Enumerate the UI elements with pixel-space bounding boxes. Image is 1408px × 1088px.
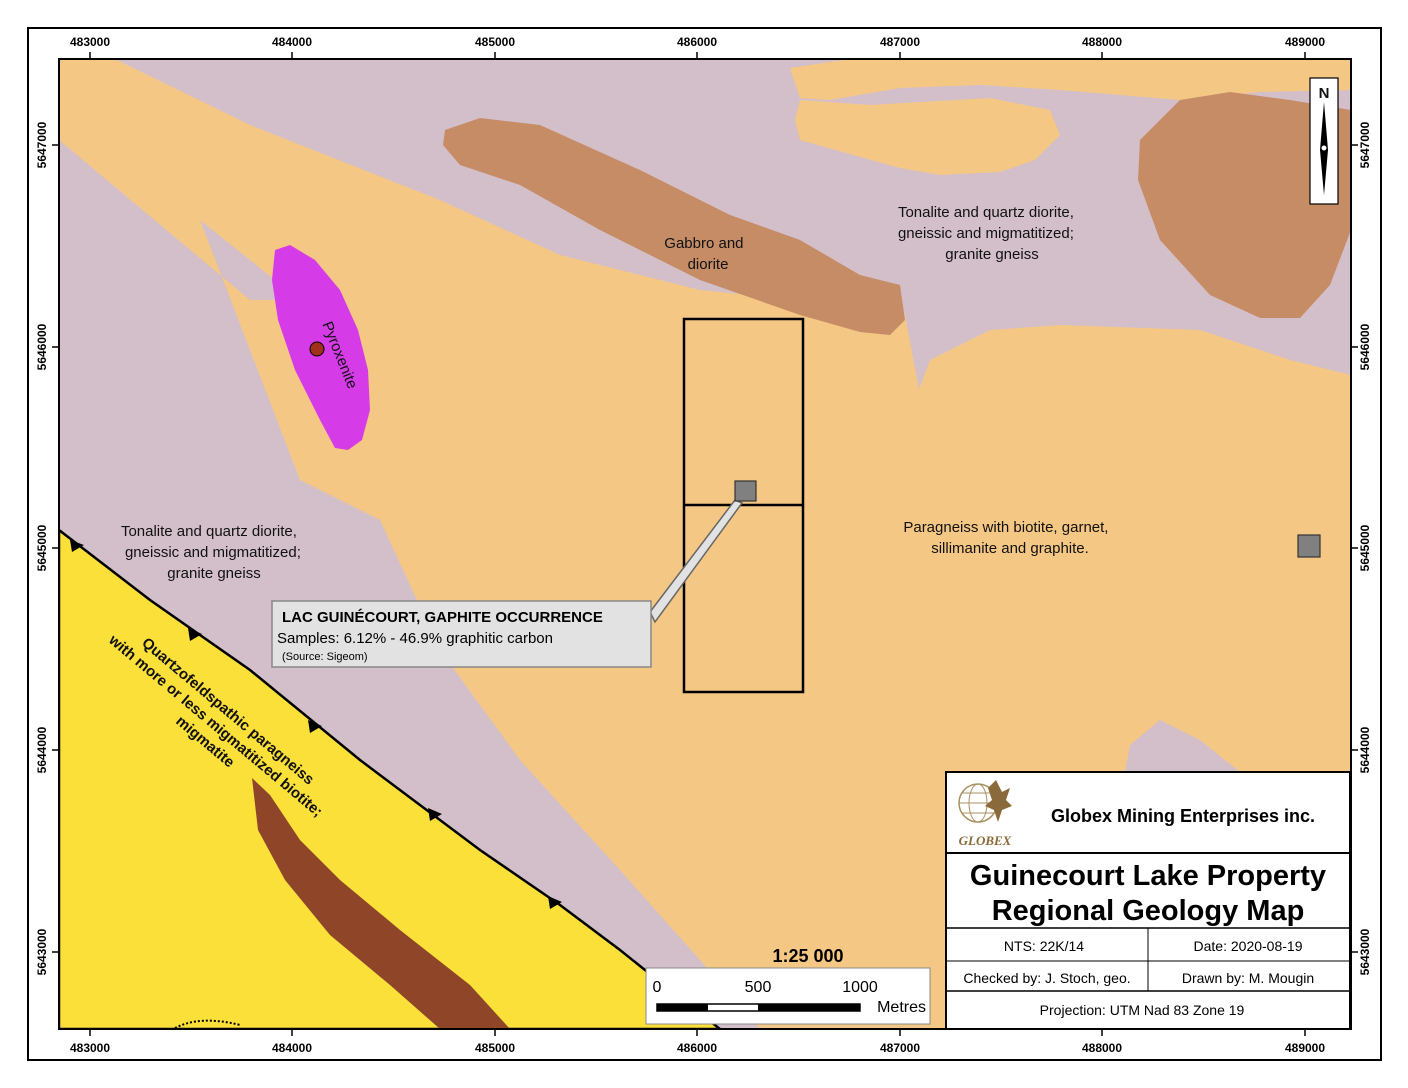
- x-tick-label: 483000: [70, 1041, 110, 1055]
- map-title-line2: Regional Geology Map: [992, 895, 1305, 927]
- y-tick-label: 5646000: [35, 323, 49, 370]
- gabbro-unit: [443, 118, 905, 335]
- y-tick-label: 5647000: [1358, 121, 1372, 168]
- y-tick-label: 5644000: [35, 726, 49, 773]
- occurrence-callout: LAC GUINÉCOURT, GAPHITE OCCURRENCE Sampl…: [271, 600, 652, 668]
- drawn-by: Drawn by: M. Mougin: [1182, 970, 1314, 986]
- gabbro-ne-unit: [1138, 92, 1351, 318]
- y-tick-label: 5647000: [35, 121, 49, 168]
- y-tick-label: 5645000: [35, 524, 49, 571]
- callout-samples: Samples: 6.12% - 46.9% graphitic carbon: [277, 630, 553, 647]
- projection: Projection: UTM Nad 83 Zone 19: [1040, 1002, 1245, 1018]
- x-tick-label: 488000: [1082, 35, 1122, 49]
- dark-band-unit: [252, 778, 510, 1029]
- map-neatline: [58, 58, 1352, 1030]
- map-area: Gabbro and diorite Pyroxenite Tonalite a…: [59, 59, 1351, 1029]
- paragneiss-label: Paragneiss with biotite, garnet, sillima…: [903, 519, 1112, 557]
- x-tick-label: 483000: [70, 35, 110, 49]
- x-tick-label: 485000: [475, 35, 515, 49]
- callout-source: (Source: Sigeom): [282, 651, 368, 663]
- gabbro-label: Gabbro and diorite: [664, 235, 747, 273]
- x-tick-label: 488000: [1082, 1041, 1122, 1055]
- scale-bar: 1:25 000 0 500 1000 Metres: [645, 946, 931, 1025]
- callout-box: [271, 600, 652, 668]
- paragneiss-ne-unit: [790, 59, 1351, 100]
- x-tick-label: 489000: [1285, 1041, 1325, 1055]
- y-tick-label: 5646000: [1358, 323, 1372, 370]
- tonalite-se-unit: [1125, 720, 1240, 772]
- globex-logo: GLOBEX: [958, 780, 1012, 848]
- x-tick-label: 484000: [272, 1041, 312, 1055]
- scale-label-500: 500: [745, 979, 772, 996]
- north-label: N: [1319, 85, 1330, 102]
- coordinate-ticks: 483000 483000 484000 484000 485000 485000 4860…: [35, 35, 1372, 1055]
- paragneiss-ne2-unit: [795, 98, 1060, 175]
- scale-unit: Metres: [877, 999, 926, 1016]
- map-date: Date: 2020-08-19: [1194, 938, 1303, 954]
- company-name: Globex Mining Enterprises inc.: [1051, 806, 1315, 826]
- checked-by: Checked by: J. Stoch, geo.: [963, 970, 1130, 986]
- x-tick-label: 487000: [880, 1041, 920, 1055]
- x-tick-label: 487000: [880, 35, 920, 49]
- nts-sheet: NTS: 22K/14: [1004, 938, 1084, 954]
- callout-title: LAC GUINÉCOURT, GAPHITE OCCURRENCE: [282, 609, 603, 626]
- x-tick-label: 485000: [475, 1041, 515, 1055]
- y-tick-label: 5643000: [35, 928, 49, 975]
- x-tick-label: 489000: [1285, 35, 1325, 49]
- x-tick-label: 484000: [272, 35, 312, 49]
- scale-label-0: 0: [653, 979, 662, 996]
- y-tick-label: 5645000: [1358, 524, 1372, 571]
- pyroxenite-occurrence-dot[interactable]: [309, 341, 325, 357]
- tonalite-w-label: Tonalite and quartz diorite, gneissic an…: [121, 523, 305, 582]
- scale-label-1000: 1000: [842, 979, 878, 996]
- paragneiss-unit: [59, 59, 920, 465]
- y-tick-label: 5643000: [1358, 928, 1372, 975]
- scale-ratio: 1:25 000: [772, 946, 843, 966]
- x-tick-label: 486000: [677, 35, 717, 49]
- thrust-teeth: [70, 540, 562, 909]
- callout-leader: [649, 499, 744, 624]
- logo-text: GLOBEX: [959, 833, 1012, 848]
- north-arrow: N: [1309, 77, 1339, 205]
- maple-leaf-icon: [985, 780, 1012, 822]
- graphite-occurrence-marker[interactable]: [734, 480, 757, 502]
- map-title-line1: Guinecourt Lake Property: [970, 860, 1326, 892]
- title-block: GLOBEX Globex Mining Enterprises inc. Gu…: [945, 771, 1351, 1030]
- sample-marker[interactable]: [1297, 534, 1321, 558]
- tonalite-ne-label: Tonalite and quartz diorite, gneissic an…: [898, 204, 1078, 263]
- hatched-contact: [174, 1019, 241, 1029]
- y-tick-label: 5644000: [1358, 726, 1372, 773]
- x-tick-label: 486000: [677, 1041, 717, 1055]
